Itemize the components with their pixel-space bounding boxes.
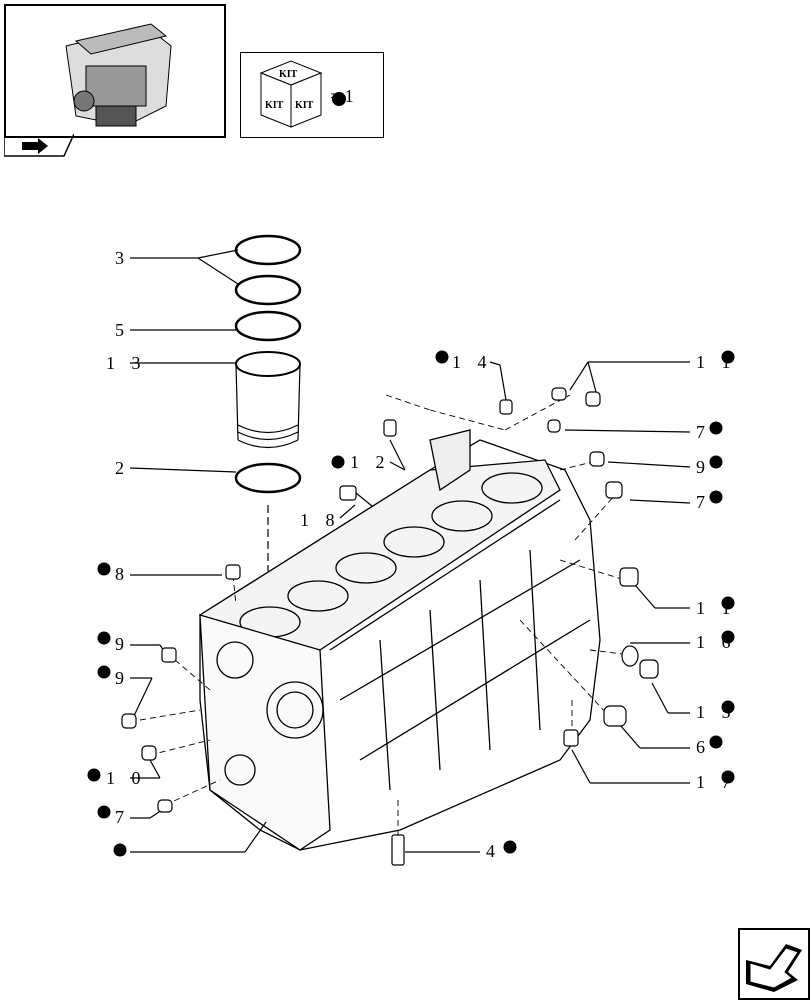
kit-top-label: KIT (279, 69, 298, 80)
ring-part (234, 274, 302, 306)
callout-14: 1 4 (452, 352, 493, 372)
kit-bullet-icon (721, 700, 735, 714)
ring-part (234, 234, 302, 266)
back-tab[interactable] (3, 133, 75, 158)
kit-bullet-icon (709, 421, 723, 435)
callout-4: 4 (486, 841, 501, 861)
callout-8: 8 (115, 564, 130, 584)
kit-bullet-icon (97, 665, 111, 679)
callout-13: 1 3 (106, 353, 147, 373)
engine-thumbnail-icon (65, 23, 172, 127)
callout-12: 1 2 (350, 452, 391, 472)
kit-bullet-icon (721, 350, 735, 364)
engine-thumbnail (4, 4, 226, 138)
kit-cube-icon: KIT KIT KIT (259, 60, 346, 128)
kit-right-label: KIT (295, 100, 314, 111)
return-arrow-icon (3, 133, 75, 157)
kit-bullet-icon (97, 562, 111, 576)
kit-bullet-icon (87, 768, 101, 782)
cylinder-liner (235, 351, 301, 449)
callout-7c: 7 (115, 807, 130, 827)
kit-bullet-icon (721, 770, 735, 784)
kit-bullet-icon (709, 735, 723, 749)
kit-left-label: KIT (265, 100, 284, 111)
kit-bullet-icon (721, 596, 735, 610)
kit-equation: = 1 (330, 86, 354, 106)
callout-7a: 7 (696, 422, 711, 442)
next-page-button[interactable] (738, 928, 810, 1000)
kit-bullet-icon (97, 631, 111, 645)
callout-9c: 9 (115, 668, 130, 688)
callout-9a: 9 (696, 457, 711, 477)
next-page-arrow-icon (746, 944, 802, 992)
kit-bullet-icon (709, 490, 723, 504)
kit-bullet-icon (97, 805, 111, 819)
kit-bullet-icon (332, 92, 346, 106)
kit-bullet-icon (721, 630, 735, 644)
callout-9b: 9 (115, 634, 130, 654)
callout-6: 6 (696, 737, 711, 757)
ring-part (234, 310, 302, 342)
kit-bullet-icon (709, 455, 723, 469)
engine-block (198, 429, 601, 851)
kit-bullet-icon (331, 455, 345, 469)
kit-bullet-icon (435, 350, 449, 364)
callout-2: 2 (115, 458, 130, 478)
kit-bullet-icon (503, 840, 517, 854)
callout-5: 5 (115, 320, 130, 340)
callout-10: 1 0 (106, 768, 147, 788)
kit-legend: KIT KIT KIT (240, 52, 384, 138)
callout-7b: 7 (696, 492, 711, 512)
kit-bullet-icon (113, 843, 127, 857)
callout-3: 3 (115, 248, 130, 268)
ring-part (234, 462, 302, 494)
callout-18: 1 8 (300, 510, 341, 530)
